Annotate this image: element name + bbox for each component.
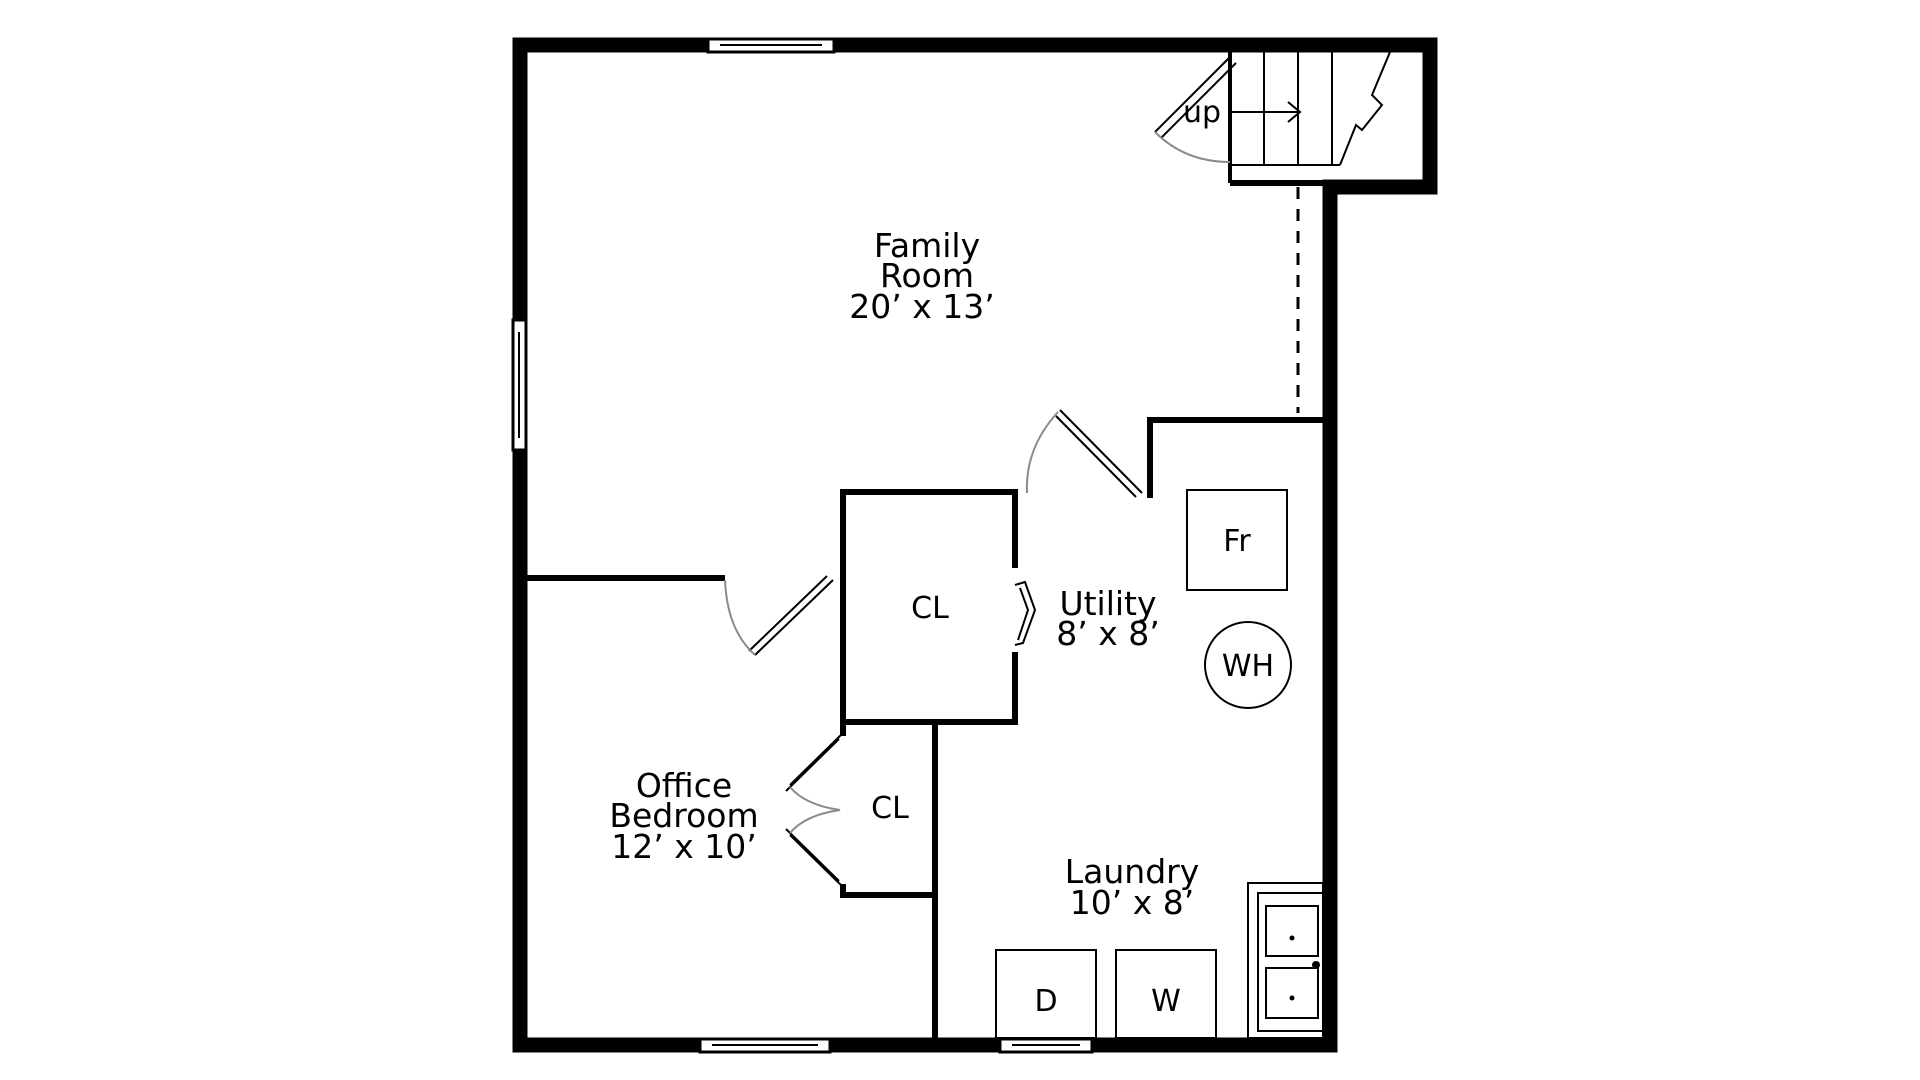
utility-size: 8’ x 8’ [1056, 614, 1159, 653]
washer-label: W [1151, 984, 1181, 1019]
utility-label: Utility 8’ x 8’ [1056, 584, 1159, 653]
family-room-name-2: Room [880, 256, 974, 295]
dryer-label: D [1034, 984, 1057, 1019]
furnace: Fr [1186, 489, 1288, 591]
office-bedroom-label: Office Bedroom 12’ x 10’ [609, 766, 758, 866]
stairs: up [1154, 51, 1391, 186]
utility-name: Utility [1059, 584, 1156, 623]
door-office [724, 575, 834, 656]
laundry-size: 10’ x 8’ [1070, 883, 1194, 922]
window-bottom-laundry [998, 1037, 1094, 1054]
door-lower-closet-bifold [785, 732, 844, 888]
door-upper-closet-bifold [1014, 580, 1037, 646]
office-size: 12’ x 10’ [611, 827, 756, 866]
window-left [511, 318, 528, 452]
upper-closet-label: CL [911, 591, 949, 626]
water-heater-label: WH [1222, 649, 1274, 684]
family-room-label: Family Room 20’ x 13’ [849, 226, 994, 326]
lower-closet-label: CL [871, 791, 909, 826]
office-name-1: Office [636, 766, 732, 805]
office-name-2: Bedroom [609, 796, 758, 835]
exterior-wall [512, 37, 1438, 1053]
interior-walls [524, 417, 1326, 1041]
window-bottom-office [698, 1037, 832, 1054]
window-top [706, 37, 836, 54]
dryer: D [995, 949, 1097, 1039]
stairs-up-label: up [1183, 95, 1221, 130]
washer: W [1115, 949, 1217, 1039]
water-heater: WH [1204, 621, 1292, 709]
family-room-name-1: Family [874, 226, 980, 265]
laundry-label: Laundry 10’ x 8’ [1065, 852, 1199, 922]
laundry-name: Laundry [1065, 852, 1199, 891]
laundry-sink [1247, 882, 1324, 1039]
furnace-label: Fr [1223, 524, 1251, 559]
family-room-size: 20’ x 13’ [849, 287, 994, 326]
door-family-utility [1025, 409, 1143, 498]
